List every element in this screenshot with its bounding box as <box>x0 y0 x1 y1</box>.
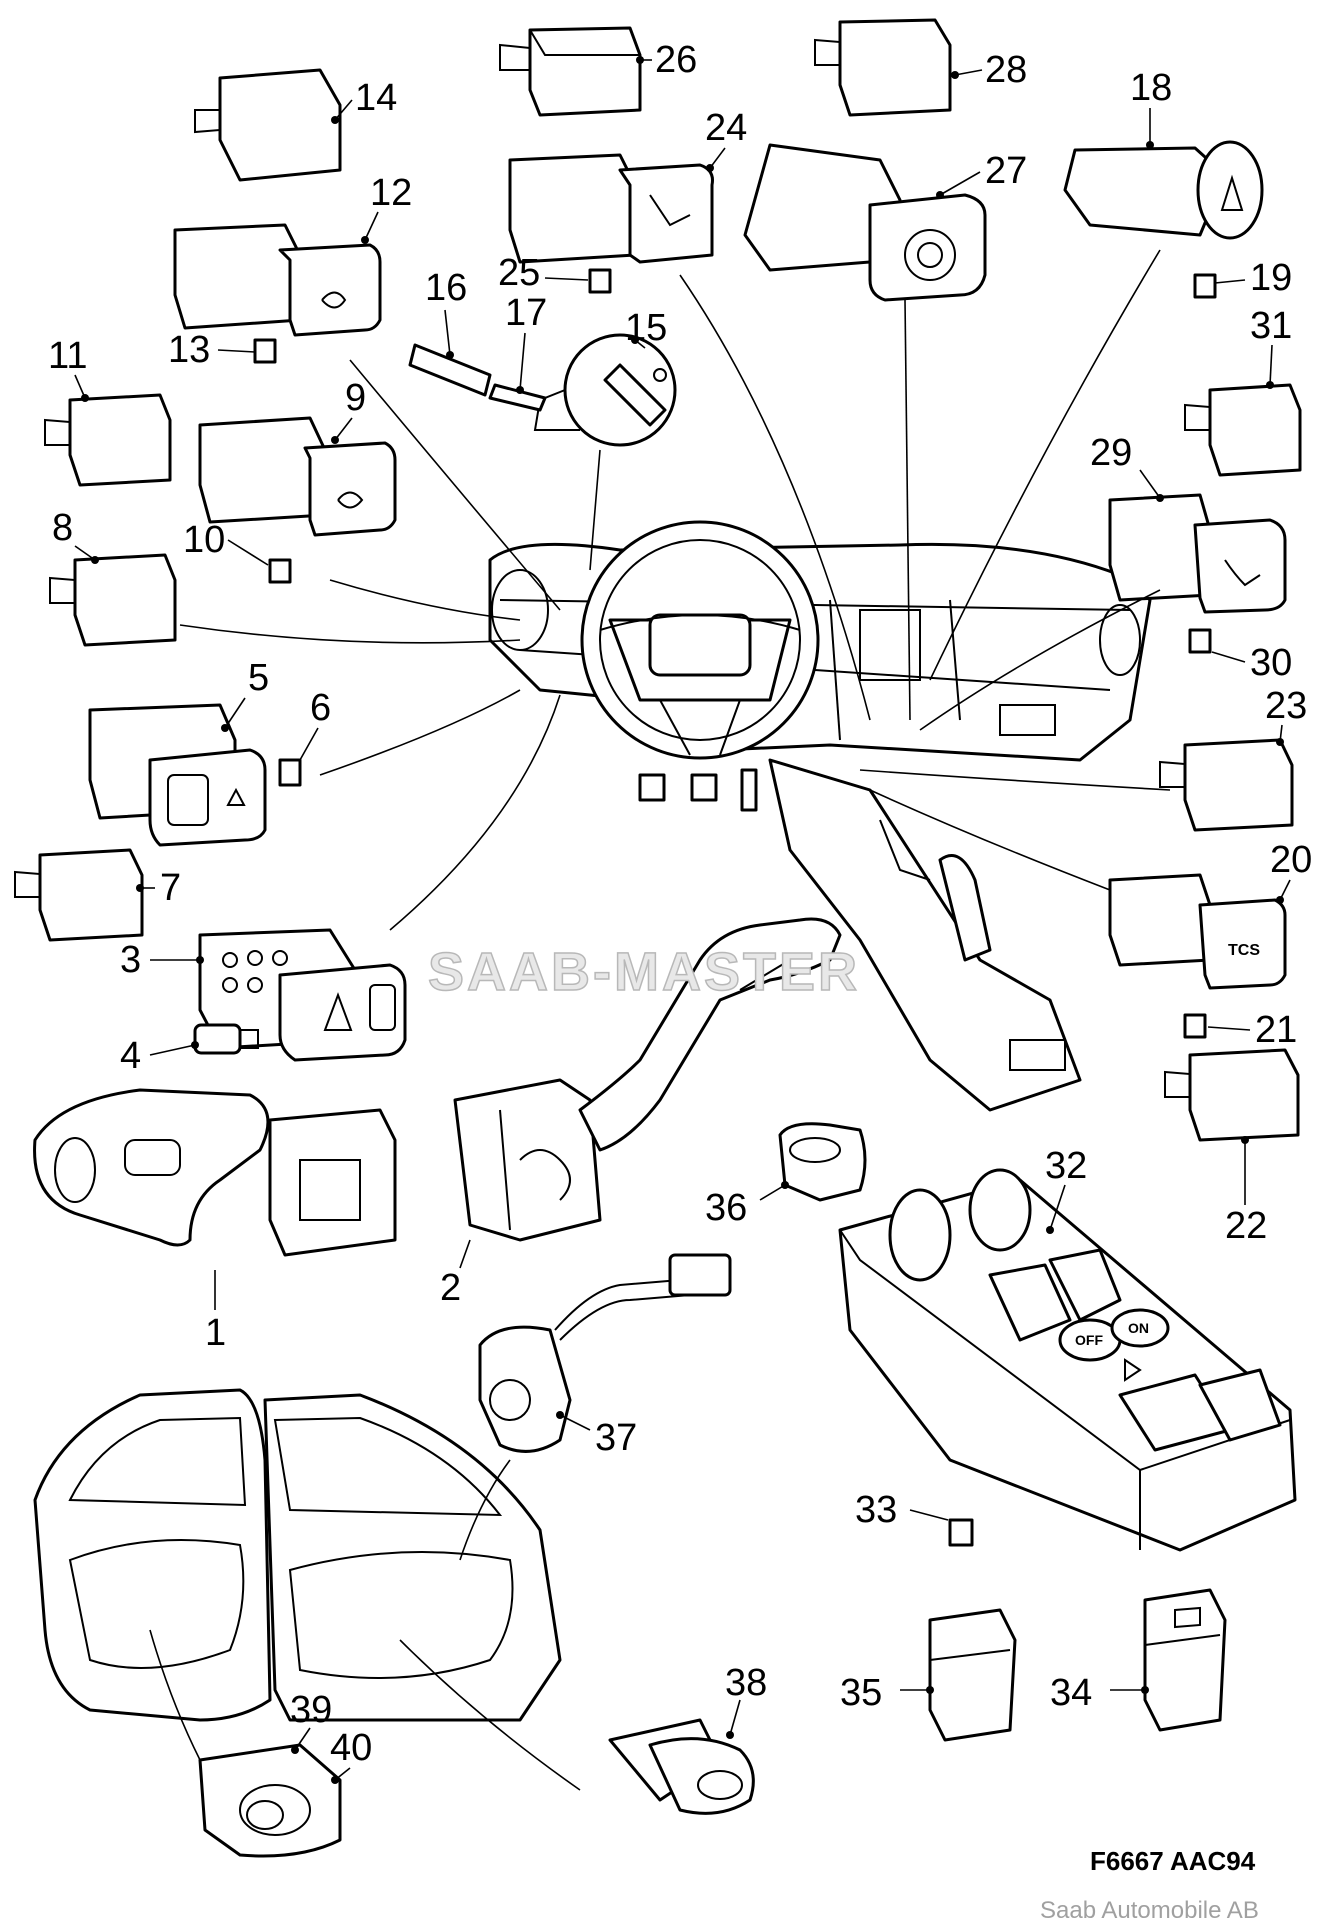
callout-1: 1 <box>205 1312 226 1354</box>
fog-light-switch-12 <box>173 223 382 337</box>
callout-30: 30 <box>1250 642 1292 684</box>
light-switch-15 <box>533 333 677 447</box>
bulbs <box>253 268 1217 1547</box>
dimmer-switch-5 <box>88 703 267 847</box>
callout-16: 16 <box>425 267 467 309</box>
callout-27: 27 <box>985 150 1027 192</box>
window-switch-panel-32 <box>838 1168 1297 1552</box>
callout-26: 26 <box>655 39 697 81</box>
callout-40: 40 <box>330 1727 372 1769</box>
callout-11: 11 <box>48 335 87 377</box>
callout-5: 5 <box>248 657 269 699</box>
callout-25: 25 <box>498 252 540 294</box>
seat-heater-switch-29 <box>1108 493 1287 614</box>
dimmer-rheostat-16-17 <box>408 343 547 412</box>
callout-18: 18 <box>1130 67 1172 109</box>
switch-35 <box>928 1608 1017 1742</box>
callout-39: 39 <box>290 1689 332 1731</box>
watermark: SAAB-MASTER <box>428 942 860 1002</box>
hazard-switch-18 <box>1063 140 1264 240</box>
callout-35: 35 <box>840 1672 882 1714</box>
callout-38: 38 <box>725 1662 767 1704</box>
switch-blank-11 <box>44 393 172 487</box>
mirror-switch-37 <box>478 1253 732 1453</box>
callouts: 1 2 3 4 5 6 7 8 9 10 11 12 13 14 15 16 1… <box>48 39 1312 1769</box>
callout-10: 10 <box>183 519 225 561</box>
callout-37: 37 <box>595 1417 637 1459</box>
callout-8: 8 <box>52 507 73 549</box>
switch-blank-14 <box>194 68 342 182</box>
callout-36: 36 <box>705 1187 747 1229</box>
switch-blank-26 <box>499 26 642 117</box>
rear-fog-switch-9 <box>198 416 397 537</box>
callout-14: 14 <box>355 77 397 119</box>
callout-17: 17 <box>505 292 547 334</box>
on-label: ON <box>1128 1320 1149 1336</box>
callout-9: 9 <box>345 377 366 419</box>
ignition-switch-27 <box>743 143 987 302</box>
callout-15: 15 <box>625 307 667 349</box>
switch-blank-8 <box>49 553 177 647</box>
hazard-relay-3 <box>198 928 407 1062</box>
callout-12: 12 <box>370 172 412 214</box>
trunk-release-switch-38 <box>608 1718 755 1815</box>
leader-lines <box>149 249 1171 1791</box>
callout-4: 4 <box>120 1035 141 1077</box>
switch-34 <box>1143 1588 1227 1732</box>
callout-20: 20 <box>1270 839 1312 881</box>
callout-19: 19 <box>1250 257 1292 299</box>
callout-23: 23 <box>1265 685 1307 727</box>
tcs-label: TCS <box>1228 942 1260 959</box>
switch-blank-22 <box>1164 1048 1300 1142</box>
callout-24: 24 <box>705 107 747 149</box>
off-label: OFF <box>1075 1332 1103 1348</box>
stalk-switch-2 <box>453 917 842 1242</box>
callout-29: 29 <box>1090 432 1132 474</box>
callout-28: 28 <box>985 49 1027 91</box>
switch-blank-28 <box>814 18 952 117</box>
callout-22: 22 <box>1225 1205 1267 1247</box>
trip-computer-switch-1 <box>33 1088 397 1257</box>
bulb-4 <box>193 1023 259 1055</box>
callout-21: 21 <box>1255 1009 1297 1051</box>
switch-36 <box>778 1122 867 1202</box>
door-panels <box>33 1388 562 1722</box>
callout-34: 34 <box>1050 1672 1092 1714</box>
callout-2: 2 <box>440 1267 461 1309</box>
callout-13: 13 <box>168 329 210 371</box>
switch-blank-7 <box>14 848 144 942</box>
door-switch-39-40 <box>198 1743 342 1858</box>
figure-code: F6667 AAC94 <box>1090 1846 1256 1876</box>
steering-wheel <box>580 520 820 760</box>
callout-6: 6 <box>310 687 331 729</box>
callout-7: 7 <box>160 867 181 909</box>
seat-heater-switch-24 <box>508 153 714 264</box>
callout-33: 33 <box>855 1489 897 1531</box>
credit-text: Saab Automobile AB <box>1040 1897 1259 1924</box>
tcs-switch-20 <box>1108 873 1287 990</box>
switch-blank-23 <box>1159 738 1294 832</box>
callout-32: 32 <box>1045 1145 1087 1187</box>
callout-3: 3 <box>120 939 141 981</box>
switch-blank-31 <box>1184 383 1302 477</box>
callout-31: 31 <box>1250 305 1292 347</box>
callout-leaders <box>74 56 1291 1784</box>
